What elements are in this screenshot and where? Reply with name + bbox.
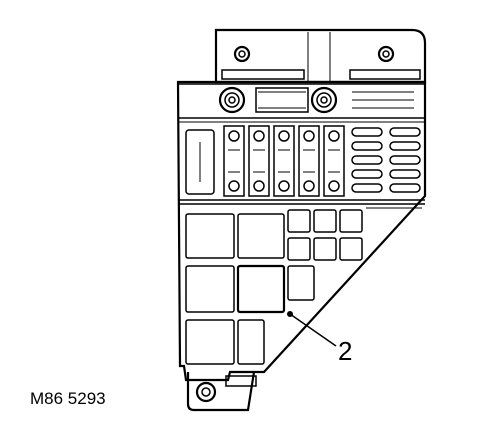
relay-small xyxy=(313,237,337,261)
mini-fuse xyxy=(351,127,383,137)
bolt-right xyxy=(310,86,338,114)
mini-fuse xyxy=(389,141,421,151)
bolt-left xyxy=(218,86,246,114)
figure-code: M86 5293 xyxy=(30,389,106,408)
relay-small xyxy=(313,209,337,233)
mounting-bracket xyxy=(214,28,427,84)
fuse-section xyxy=(178,129,425,201)
mini-fuse xyxy=(351,155,383,165)
relay-large xyxy=(237,213,285,259)
relay-medium xyxy=(237,319,265,365)
mini-fuse xyxy=(351,141,383,151)
relay-small xyxy=(287,237,311,261)
relay-small xyxy=(339,209,363,233)
mini-fuse xyxy=(351,183,383,193)
maxi-fuse xyxy=(223,125,245,197)
bottom-mounting-tab xyxy=(186,371,257,412)
maxi-fuse-row xyxy=(223,125,345,197)
relay-section xyxy=(178,203,425,365)
relay-small xyxy=(287,209,311,233)
callout-leader xyxy=(289,313,337,347)
mini-fuse xyxy=(351,169,383,179)
relay-large xyxy=(185,265,235,313)
callout-label: 2 xyxy=(338,336,352,366)
maxi-fuse xyxy=(323,125,345,197)
relay-small xyxy=(287,265,315,301)
relay-large xyxy=(185,319,235,365)
label-lines-top xyxy=(352,91,414,109)
maxi-fuse xyxy=(273,125,295,197)
maxi-fuse xyxy=(248,125,270,197)
mini-fuse xyxy=(389,183,421,193)
relay-socket xyxy=(236,264,286,314)
maxi-fuse xyxy=(298,125,320,197)
mini-fuse xyxy=(389,127,421,137)
mini-fuse xyxy=(389,155,421,165)
mini-fuse xyxy=(389,169,421,179)
bolt-strip xyxy=(178,83,425,123)
relay-large xyxy=(185,213,235,259)
relay-small xyxy=(339,237,363,261)
callout-2: 2 xyxy=(287,311,352,366)
mini-fuse-grid xyxy=(351,127,421,193)
